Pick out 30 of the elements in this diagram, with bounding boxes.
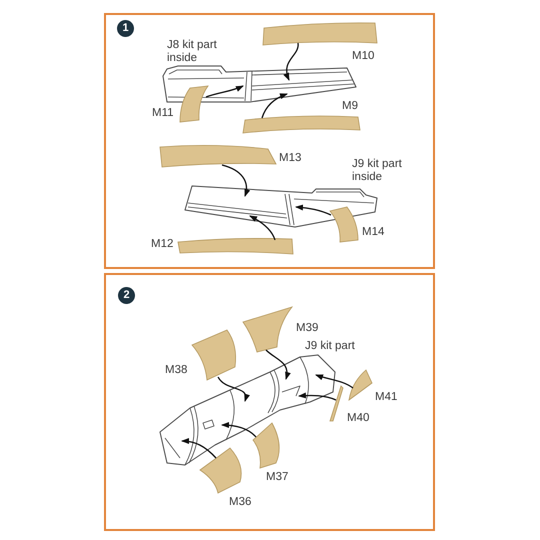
- part-label: M36: [229, 496, 252, 509]
- arrow: [249, 215, 276, 240]
- arrow: [284, 42, 299, 81]
- arrow: [315, 374, 354, 389]
- note-text: J8 kit part inside: [167, 39, 218, 65]
- part-label: M40: [347, 412, 370, 425]
- part-label: M11: [152, 107, 174, 120]
- arrow: [217, 376, 250, 402]
- arrow: [266, 350, 290, 380]
- part-label: M41: [375, 391, 398, 404]
- arrow: [295, 204, 332, 216]
- part-label: M9: [342, 100, 358, 113]
- part-label: M10: [352, 50, 374, 63]
- part-label: M14: [362, 226, 384, 239]
- note-text: J9 kit part inside: [352, 158, 403, 184]
- step-panel: [104, 273, 435, 531]
- part-label: M38: [165, 364, 188, 377]
- arrow: [298, 392, 336, 401]
- part-label: M37: [266, 471, 288, 484]
- note-text: J9 kit part: [305, 340, 355, 353]
- step-number: 2: [118, 287, 135, 304]
- step-panel: [104, 13, 435, 269]
- part-label: M13: [279, 152, 302, 165]
- part-label: M39: [296, 322, 318, 335]
- step-number: 1: [117, 20, 134, 37]
- arrow: [222, 164, 250, 197]
- arrow: [261, 93, 288, 118]
- arrow: [221, 422, 256, 438]
- arrow: [181, 438, 216, 458]
- part-label: M12: [151, 238, 174, 251]
